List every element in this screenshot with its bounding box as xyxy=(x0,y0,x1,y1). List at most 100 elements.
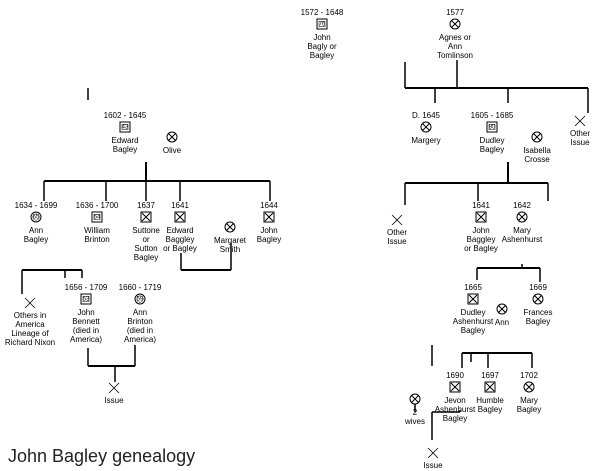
svg-text:76: 76 xyxy=(319,22,326,28)
person-dates: 1669 xyxy=(529,283,547,292)
svg-text:80: 80 xyxy=(489,125,496,131)
person-olive: Olive xyxy=(132,121,212,155)
deceased-female-symbol-icon xyxy=(420,121,432,133)
person-name: Issue xyxy=(104,396,124,405)
person-name: Edward Bagley xyxy=(111,136,139,154)
deceased-male-symbol-icon xyxy=(449,381,461,393)
svg-text:64: 64 xyxy=(94,215,101,221)
person-name: John Bennett (died in America) xyxy=(69,308,102,344)
person-name: Jevon Ashenhurst Bagley xyxy=(434,396,476,423)
svg-text:53: 53 xyxy=(83,297,90,303)
person-name: Ann xyxy=(494,318,510,327)
person-dates: 1605 - 1685 xyxy=(470,111,514,120)
deceased-male-symbol-icon xyxy=(484,381,496,393)
person-name: 2 wives xyxy=(404,408,425,426)
person-dates: 1641 xyxy=(171,201,189,210)
person-name: Olive xyxy=(162,146,182,155)
person-name: William Brinton xyxy=(84,226,110,244)
person-margaret-smith: Margaret Smith xyxy=(190,211,270,254)
person-name: Ann Bagley xyxy=(23,226,49,244)
deceased-female-symbol-icon xyxy=(409,393,421,405)
person-dates: 1602 - 1645 xyxy=(103,111,147,120)
person-dates: 1641 xyxy=(472,201,490,210)
deceased-male-symbol-icon xyxy=(263,211,275,223)
svg-text:59: 59 xyxy=(137,297,144,303)
person-dates: 1577 xyxy=(446,8,464,17)
deceased-male-symbol-icon xyxy=(174,211,186,223)
person-name: Mary Ashenhurst xyxy=(501,226,543,244)
deceased-female-symbol-icon xyxy=(532,293,544,305)
deceased-female-symbol-icon xyxy=(516,211,528,223)
deceased-female-symbol-icon xyxy=(166,131,178,143)
deceased-female-symbol-icon xyxy=(224,221,236,233)
person-name: Frances Bagley xyxy=(523,308,553,326)
person-dates: 1697 xyxy=(481,371,499,380)
person-dates: 1572 - 1648 xyxy=(300,8,344,17)
deceased-male-symbol-icon xyxy=(475,211,487,223)
person-name: Dudley Bagley xyxy=(479,136,505,154)
person-dates: 1644 xyxy=(260,201,278,210)
person-two-wives: 2 wives xyxy=(375,383,455,426)
person-name: Other Issue xyxy=(569,129,590,147)
deceased-male-symbol-icon xyxy=(467,293,479,305)
person-name: John Bagley xyxy=(256,226,282,244)
person-name: Margery xyxy=(411,136,441,145)
person-dates: 1634 - 1699 xyxy=(14,201,58,210)
page-title: John Bagley genealogy xyxy=(8,446,196,466)
person-dates: 1690 xyxy=(446,371,464,380)
person-issue-bennett: Issue xyxy=(74,381,154,405)
issue-symbol-icon xyxy=(24,297,36,308)
issue-symbol-icon xyxy=(574,115,586,126)
person-name: Suttone or Sutton Bagley xyxy=(132,226,160,262)
male-symbol-icon: 64 xyxy=(91,211,103,223)
male-symbol-icon: 53 xyxy=(80,293,92,305)
person-name: Agnes or Ann Tomlinson xyxy=(436,33,473,60)
person-name: Mary Bagley xyxy=(516,396,542,414)
person-name: Isabella Crosse xyxy=(523,146,551,164)
person-name: Margaret Smith xyxy=(213,236,246,254)
person-name: Other Issue xyxy=(386,228,407,246)
female-symbol-icon: 59 xyxy=(134,293,146,305)
person-name: John Bagly or Bagley xyxy=(307,33,337,60)
person-ann-wife: Ann xyxy=(462,293,542,327)
issue-symbol-icon xyxy=(391,214,403,225)
person-dates: 1637 xyxy=(137,201,155,210)
issue-symbol-icon xyxy=(427,447,439,458)
male-symbol-icon: 76 xyxy=(316,18,328,30)
person-isabella: Isabella Crosse xyxy=(497,121,577,164)
person-name: Ann Brinton (died in America) xyxy=(123,308,156,344)
person-name: Others in America Lineage of Richard Nix… xyxy=(4,311,56,347)
deceased-female-symbol-icon xyxy=(496,303,508,315)
person-name: Humble Bagley xyxy=(476,396,504,414)
deceased-male-symbol-icon xyxy=(140,211,152,223)
person-name: Edward Baggley or Bagley xyxy=(163,226,197,253)
male-symbol-icon: 80 xyxy=(486,121,498,133)
person-dates: D. 1645 xyxy=(411,111,441,120)
deceased-female-symbol-icon xyxy=(531,131,543,143)
person-name: Issue xyxy=(423,461,443,470)
person-other-issue-mid: Other Issue xyxy=(357,213,437,246)
person-name: Dudley Ashenhurst Bagley xyxy=(452,308,494,335)
deceased-female-symbol-icon xyxy=(449,18,461,30)
person-name: John Baggley or Bagley xyxy=(464,226,498,253)
